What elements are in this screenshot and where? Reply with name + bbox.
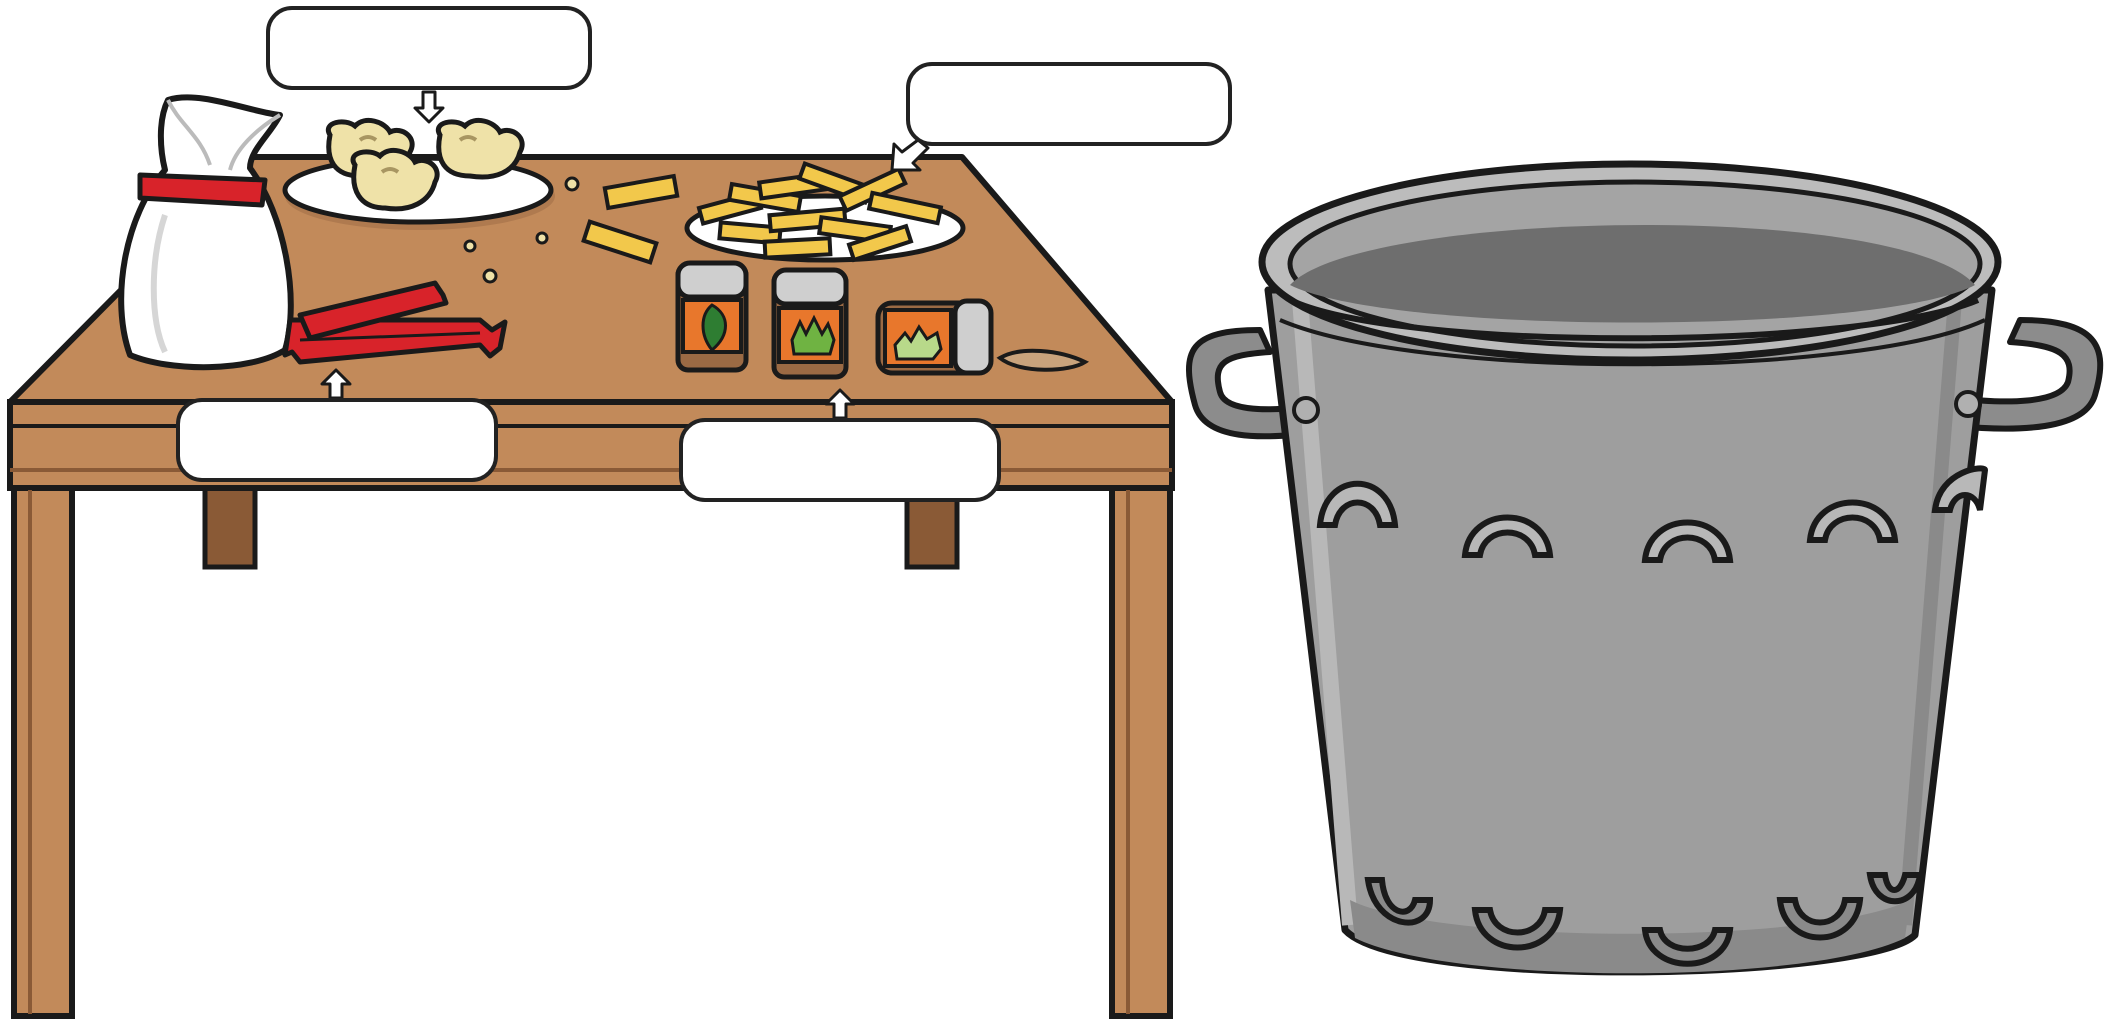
dustbin-icon xyxy=(1189,164,2100,973)
pies-plate-icon xyxy=(285,120,555,230)
spices-label-input[interactable] xyxy=(697,440,984,481)
table-front-leg-left xyxy=(14,488,72,1016)
flour-bag-icon xyxy=(121,97,291,367)
pies-label-input[interactable] xyxy=(284,28,574,69)
chips-label-box[interactable] xyxy=(906,62,1232,146)
spice-jar-icon xyxy=(774,270,846,377)
table-front-leg-right xyxy=(1112,488,1170,1016)
table-back-leg-left xyxy=(205,485,255,567)
pies-label-box[interactable] xyxy=(266,6,592,90)
spice-jar-icon xyxy=(878,301,991,373)
chips-label-input[interactable] xyxy=(924,84,1214,125)
sweets-label-box[interactable] xyxy=(176,398,498,482)
sweets-label-input[interactable] xyxy=(194,420,481,461)
spices-label-box[interactable] xyxy=(679,418,1001,502)
spice-jar-icon xyxy=(678,263,746,370)
